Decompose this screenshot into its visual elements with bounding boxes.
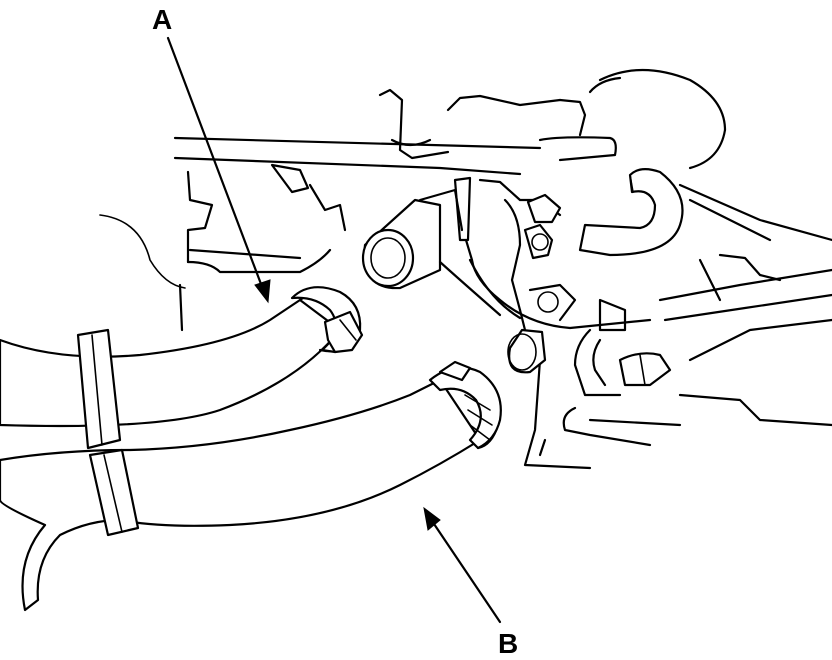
leader-arrow-b [423,506,502,624]
engine-block [99,68,832,470]
callout-label-a: A [152,4,173,35]
callout-label-b: B [498,628,519,659]
hose-a [0,291,360,428]
hose-strap-upper [76,328,122,450]
hose-clamp-b [428,360,502,450]
hose-clamp-a [290,286,364,354]
hose-strap-lower [88,448,140,537]
leader-arrow-a [166,36,271,304]
